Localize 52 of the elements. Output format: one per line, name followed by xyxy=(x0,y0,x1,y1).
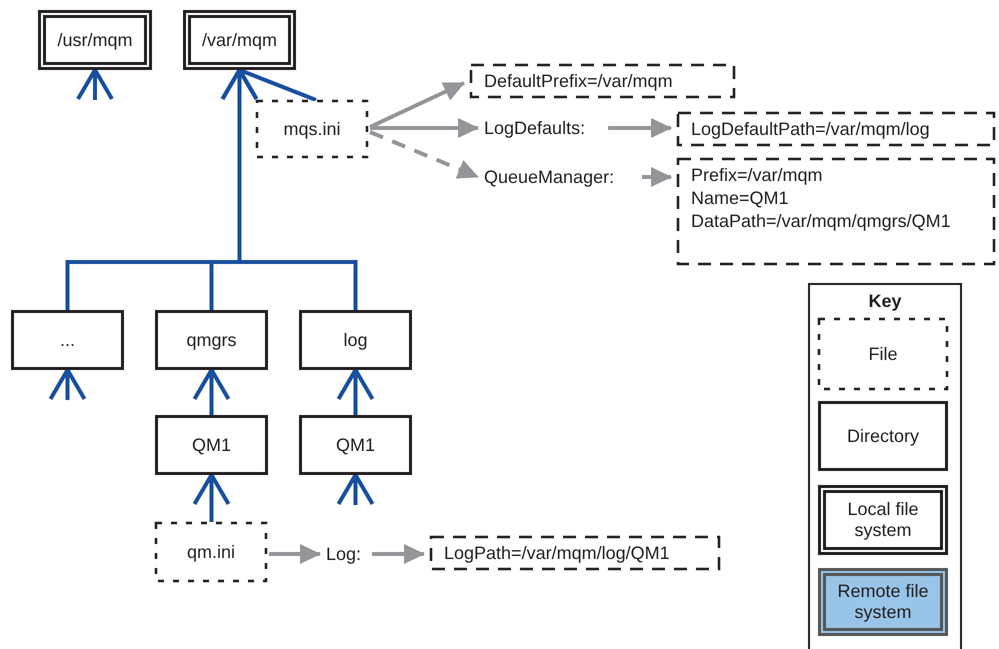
config-section-label: Log: xyxy=(326,539,370,569)
tree-link xyxy=(220,68,358,310)
config-box xyxy=(677,112,995,146)
node-label: Remote file system xyxy=(836,581,930,623)
config-line: DataPath=/var/mqm/qmgrs/QM1 xyxy=(691,210,951,233)
directory-box xyxy=(299,415,412,475)
tree-link xyxy=(336,473,374,506)
node-label: QM1 xyxy=(336,434,375,456)
node-label: LogDefaultPath=/var/mqm/log xyxy=(691,118,930,140)
directory-box xyxy=(155,415,268,475)
node-label: LogPath=/var/mqm/log/QM1 xyxy=(444,542,670,564)
node-label: /usr/mqm xyxy=(57,30,132,50)
arrow xyxy=(370,118,479,138)
config-section-label: LogDefaults: xyxy=(484,113,606,143)
directory-box xyxy=(299,310,412,370)
config-section-label: QueueManager: xyxy=(484,162,640,192)
config-box xyxy=(677,158,995,265)
node-label: File xyxy=(868,344,898,364)
node-label: qmgrs xyxy=(186,330,236,350)
directory-box xyxy=(11,310,124,370)
arrow xyxy=(269,544,321,564)
node-label: /var/mqm xyxy=(202,30,277,50)
arrow xyxy=(369,130,479,179)
file-system-box xyxy=(38,10,152,70)
node-label: Local file system xyxy=(846,499,920,541)
node-label: DefaultPrefix=/var/mqm xyxy=(484,70,673,92)
config-box xyxy=(430,536,720,570)
file-system-box xyxy=(183,10,296,70)
directory-box xyxy=(818,401,948,471)
node-label: qm.ini xyxy=(186,542,235,562)
key-panel xyxy=(808,283,962,649)
node-label: QM1 xyxy=(192,434,231,456)
file-system-box xyxy=(818,485,948,555)
arrow xyxy=(369,81,465,129)
config-box xyxy=(470,64,735,98)
tree-link xyxy=(192,473,230,522)
arrow xyxy=(608,118,672,138)
file-system-box xyxy=(818,568,948,636)
node-label: Directory xyxy=(846,426,919,446)
tree-link xyxy=(192,368,230,415)
arrow xyxy=(372,544,425,564)
node-label: mqs.ini xyxy=(283,118,340,140)
node-label: log xyxy=(343,330,368,350)
config-line: Name=QM1 xyxy=(691,187,789,210)
config-line: Prefix=/var/mqm xyxy=(691,164,823,187)
tree-link xyxy=(336,368,374,415)
arrow xyxy=(642,167,672,187)
tree-link xyxy=(76,68,114,101)
key-heading: Key xyxy=(868,291,902,312)
directory-box xyxy=(155,310,268,370)
tree-link xyxy=(48,368,86,401)
node-label: ... xyxy=(60,330,75,350)
